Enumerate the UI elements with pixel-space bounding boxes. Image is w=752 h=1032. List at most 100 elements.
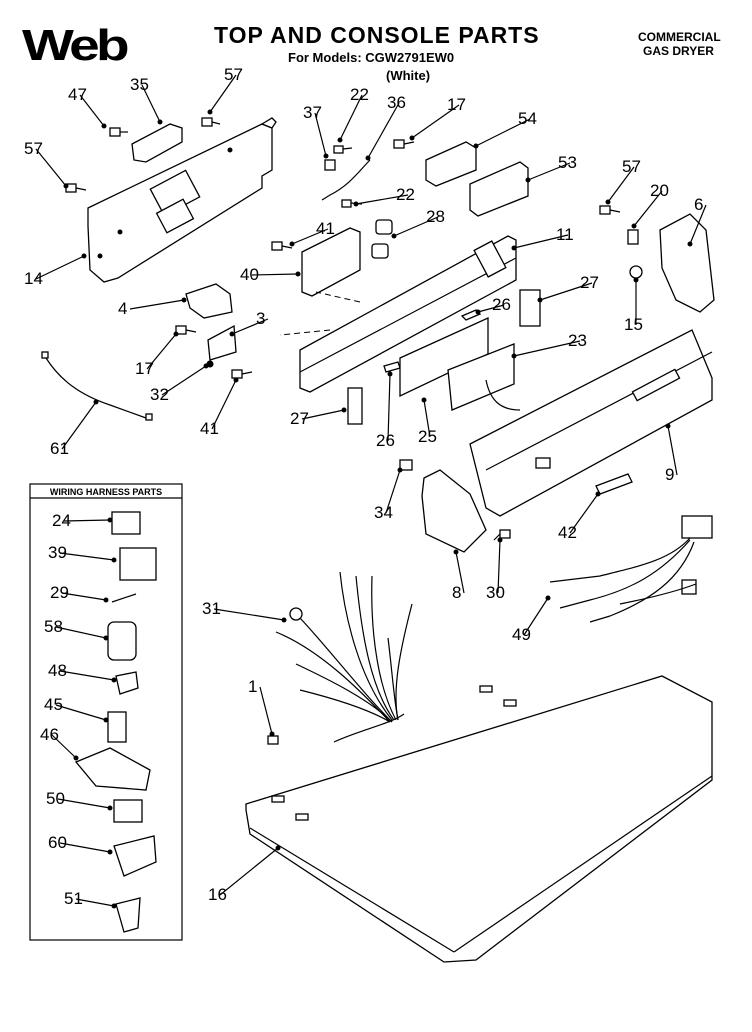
callout-label-32: 32 (150, 385, 169, 404)
callout-leader-26 (477, 304, 505, 313)
callout-arrowhead-27 (537, 297, 543, 303)
callout-label-6: 6 (694, 195, 703, 214)
callout-leader-60 (59, 842, 111, 853)
callout-label-17: 17 (447, 95, 466, 114)
bracket-35 (131, 123, 183, 163)
callout-leader-41 (291, 228, 329, 245)
callout-arrowhead-57 (63, 183, 69, 189)
clip-48 (115, 671, 139, 695)
connector-50 (113, 799, 143, 823)
screw-41b (231, 369, 253, 379)
switch-4 (185, 283, 233, 319)
callout-leader-22 (355, 194, 409, 205)
callout-label-49: 49 (512, 625, 531, 644)
callout-leader-22 (339, 94, 363, 141)
callout-arrowhead-51 (111, 903, 117, 909)
callout-leader-48 (59, 670, 115, 681)
brand-logo: Web (22, 21, 130, 70)
callout-label-24: 24 (52, 511, 71, 530)
callout-label-53: 53 (558, 153, 577, 172)
callout-label-39: 39 (48, 543, 67, 562)
label-42 (595, 473, 633, 495)
callout-arrowhead-42 (595, 491, 601, 497)
callout-label-28: 28 (426, 207, 445, 226)
top-panel-16 (245, 675, 713, 963)
callout-arrowhead-9 (665, 423, 671, 429)
screw-17a (393, 139, 415, 149)
callout-arrowhead-15 (633, 277, 639, 283)
callout-leader-49 (523, 597, 549, 636)
callout-label-34: 34 (374, 503, 393, 522)
callout-arrowhead-41 (233, 377, 239, 383)
callout-label-54: 54 (518, 109, 537, 128)
callout-arrowhead-3 (229, 331, 235, 337)
callout-leader-36 (367, 102, 400, 159)
callout-label-30: 30 (486, 583, 505, 602)
callout-leader-51 (75, 898, 115, 907)
callout-leader-20 (633, 190, 663, 227)
clip-34 (399, 459, 413, 471)
callout-arrowhead-24 (107, 517, 113, 523)
callout-label-45: 45 (44, 695, 63, 714)
callout-label-8: 8 (452, 583, 461, 602)
callout-label-58: 58 (44, 617, 63, 636)
callout-arrowhead-36 (365, 155, 371, 161)
callout-leader-41 (211, 379, 237, 430)
screw-57c (599, 205, 621, 215)
callout-arrowhead-26 (475, 309, 481, 315)
callout-arrowhead-31 (281, 617, 287, 623)
tie-29 (111, 593, 137, 603)
knobs-28 (371, 219, 393, 259)
callout-arrowhead-47 (101, 123, 107, 129)
callout-arrowhead-49 (545, 595, 551, 601)
callout-leader-39 (59, 552, 115, 561)
callout-arrowhead-34 (397, 467, 403, 473)
callout-arrowhead-17 (173, 331, 179, 337)
callout-label-46: 46 (40, 725, 59, 744)
connector-39 (119, 547, 157, 581)
callout-arrowhead-60 (107, 849, 113, 855)
callout-arrowhead-16 (275, 845, 281, 851)
callout-label-3: 3 (256, 309, 265, 328)
callout-arrowhead-48 (111, 677, 117, 683)
callout-label-51: 51 (64, 889, 83, 908)
wire-36 (321, 159, 371, 201)
part-26a (460, 309, 482, 321)
callout-label-36: 36 (387, 93, 406, 112)
callout-arrowhead-39 (111, 557, 117, 563)
callout-leader-61 (61, 401, 97, 450)
connector-24 (111, 511, 141, 535)
callout-arrowhead-30 (497, 537, 503, 543)
callout-arrowhead-4 (181, 297, 187, 303)
screw-57a (201, 117, 221, 127)
callout-arrowhead-53 (525, 177, 531, 183)
screw-57b (65, 183, 87, 193)
callout-arrowhead-29 (103, 597, 109, 603)
callout-label-14: 14 (24, 269, 43, 288)
callout-arrowhead-58 (103, 635, 109, 641)
bracket-3 (207, 324, 237, 361)
part-26b (383, 361, 401, 373)
callout-arrowhead-14 (81, 253, 87, 259)
callout-label-47: 47 (68, 85, 87, 104)
callout-arrowhead-22 (337, 137, 343, 143)
callout-arrowhead-37 (323, 153, 329, 159)
callout-label-26: 26 (376, 431, 395, 450)
callout-label-27: 27 (580, 273, 599, 292)
callout-label-23: 23 (568, 331, 587, 350)
callout-leader-17 (146, 333, 177, 370)
callout-arrowhead-25 (421, 397, 427, 403)
callout-label-16: 16 (208, 885, 227, 904)
clip-1 (267, 735, 279, 745)
callout-arrowhead-28 (391, 233, 397, 239)
nut-15 (629, 265, 643, 279)
callout-leader-53 (527, 162, 571, 181)
block-46 (74, 747, 151, 791)
callout-label-17: 17 (135, 359, 154, 378)
callout-label-1: 1 (248, 677, 257, 696)
callout-leader-57 (35, 148, 67, 187)
product-line-2: GAS DRYER (643, 44, 714, 58)
screw-22a (333, 145, 353, 154)
rear-panel-part (87, 117, 277, 283)
